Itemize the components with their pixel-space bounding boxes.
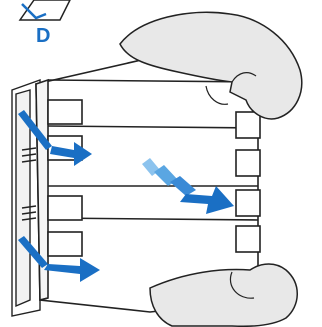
step-label: D [36,25,50,47]
inset-tab [20,0,70,20]
